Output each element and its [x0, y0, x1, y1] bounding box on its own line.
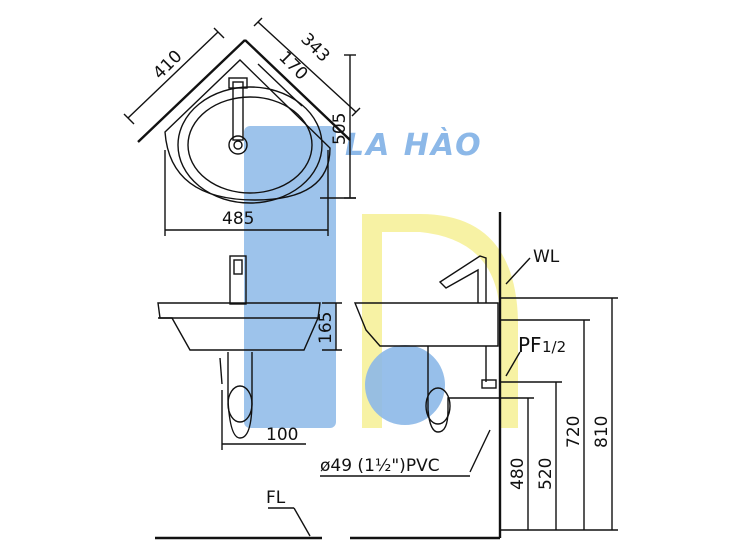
dim-480: 480 [508, 458, 528, 490]
front-view: 165 100 [157, 255, 342, 450]
watermark-blue-dot [365, 345, 445, 425]
label-fl: FL [266, 488, 286, 508]
side-basin [353, 302, 499, 347]
side-valve [481, 379, 497, 389]
front-faucet-head [233, 259, 243, 275]
dim-810-group: 810 [500, 297, 618, 530]
dim-520: 520 [536, 458, 556, 490]
floor: FL [155, 488, 500, 540]
dim-343-tick-b [351, 107, 361, 117]
pf-leader [505, 351, 521, 377]
top-view: 410 343 170 505 485 [123, 17, 361, 236]
side-faucet [438, 255, 487, 303]
dim-720-group: 720 [500, 319, 590, 530]
top-bowl-inner [187, 96, 313, 194]
dim-170-line [257, 63, 303, 107]
dim-100: 100 [266, 425, 298, 445]
top-faucet [232, 81, 244, 141]
dim-810: 810 [592, 416, 612, 448]
top-drain-inner [233, 140, 243, 150]
dim-410-line [127, 31, 219, 119]
front-trap [227, 352, 253, 439]
label-wl: WL [533, 247, 560, 267]
dim-410-tick-b [213, 27, 225, 39]
dim-505: 505 [330, 113, 350, 145]
front-faucet [229, 255, 247, 305]
top-wall-right [244, 39, 351, 141]
watermark-logo: LA HÀO [244, 126, 518, 428]
top-wall-left [137, 39, 246, 143]
front-bracket [219, 357, 223, 385]
side-trap-bulb [425, 387, 451, 425]
watermark-blue-bar [244, 126, 336, 428]
watermark-text: LA HÀO [345, 127, 483, 163]
dim-480-group: 480 [500, 397, 534, 530]
label-pipe: ø49 (1½")PVC [320, 456, 440, 476]
fl-leader [293, 507, 311, 537]
dim-720: 720 [564, 416, 584, 448]
dim-410: 410 [149, 46, 186, 83]
label-pf: PF [518, 333, 542, 357]
pipe-leader [469, 429, 491, 473]
dim-520-group: 520 [500, 381, 562, 530]
dim-343-tick-a [253, 17, 263, 27]
wl-leader [505, 257, 531, 285]
front-trap-bulb [227, 385, 253, 423]
top-drain [228, 135, 248, 155]
dim-343-line [257, 21, 357, 113]
top-faucet-base [228, 77, 248, 89]
side-view: WL PF 1/2 ø49 (1½")PVC 480 520 720 810 [320, 212, 618, 538]
top-bowl-outer [177, 86, 323, 204]
label-pf-size: 1/2 [542, 338, 566, 356]
dim-410-tick-a [123, 113, 135, 125]
dim-165: 165 [316, 312, 336, 344]
dim-485: 485 [222, 209, 254, 229]
